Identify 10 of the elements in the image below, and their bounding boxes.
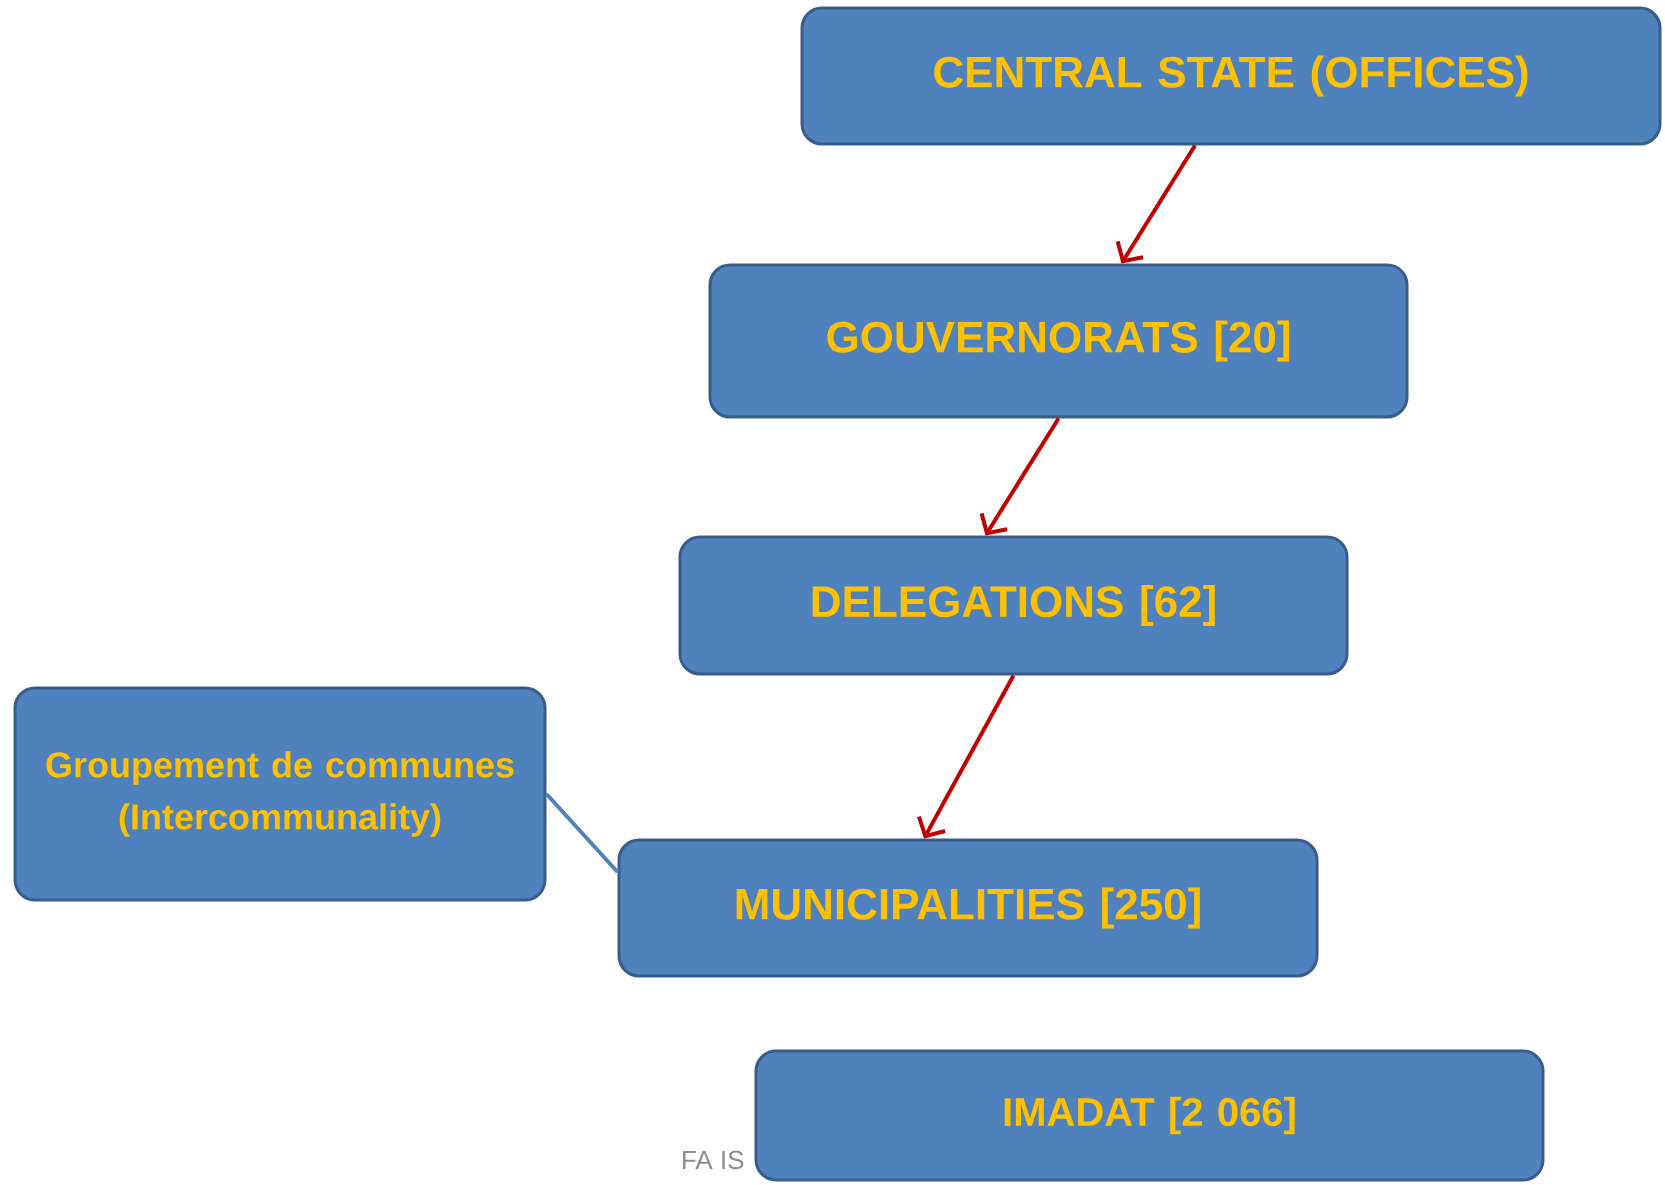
process-box: MUNICIPALITIES [250] <box>617 838 1319 978</box>
arrow <box>917 674 1016 839</box>
arrow <box>1115 144 1197 264</box>
process-box: GOUVERNORATS [20] <box>708 263 1409 419</box>
process-box: CENTRAL STATE (OFFICES) <box>800 6 1662 146</box>
process-box: Groupement de communes (Intercommunality) <box>13 686 547 902</box>
connector-line <box>545 792 619 874</box>
process-box: DELEGATIONS [62] <box>678 535 1349 676</box>
arrow <box>979 417 1061 536</box>
process-box: IMADAT [2 066] <box>754 1049 1545 1182</box>
